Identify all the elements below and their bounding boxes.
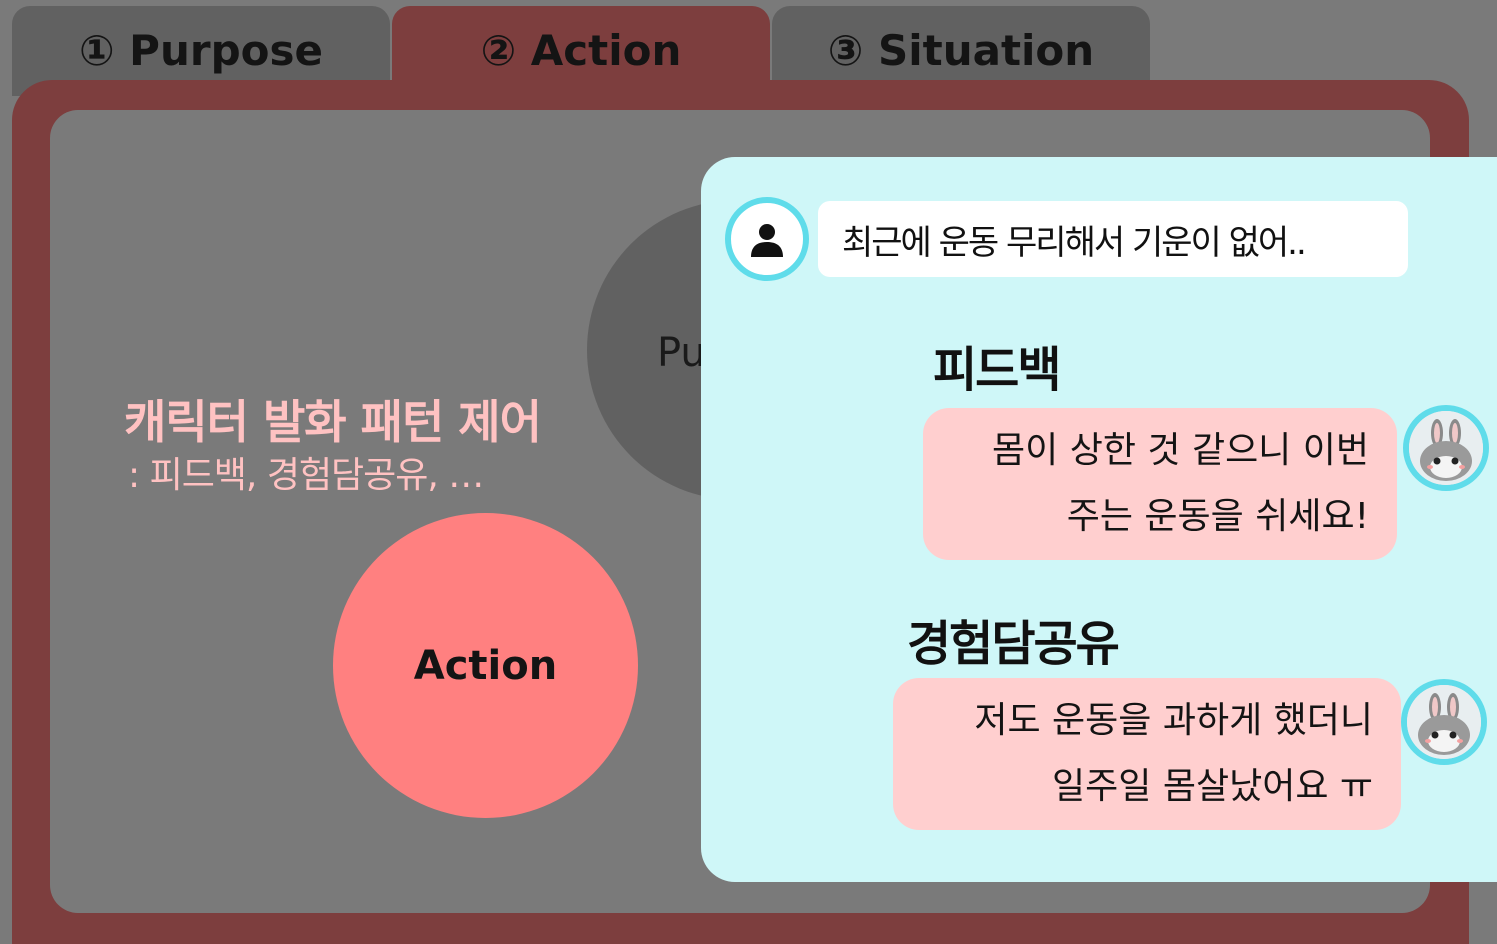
bot-message-bubble: 저도 운동을 과하게 했더니 일주일 몸살났어요 ㅠ [893,678,1401,830]
bunny-icon [1407,685,1481,759]
user-message-text: 최근에 운동 무리해서 기운이 없어.. [842,222,1307,263]
bot-avatar [1403,405,1489,491]
bot-message-line: 몸이 상한 것 같으니 이번 [992,430,1369,471]
bot-message-bubble: 몸이 상한 것 같으니 이번 주는 운동을 쉬세요! [923,408,1397,560]
person-icon [751,224,783,257]
section-label-experience: 경험담공유 [907,616,1120,672]
purpose-circle-label: Pu [657,330,706,376]
user-avatar [725,197,809,281]
bot-message-line: 일주일 몸살났어요 ㅠ [1052,766,1373,807]
bot-avatar [1401,679,1487,765]
bunny-icon [1409,411,1483,485]
headline: 캐릭터 발화 패턴 제어 [124,395,542,449]
section-label-feedback: 피드백 [933,342,1061,398]
bot-message-line: 주는 운동을 쉬세요! [1066,496,1369,537]
subline: : 피드백, 경험담공유, … [128,455,484,496]
action-circle-label: Action [413,642,558,689]
action-circle: Action [333,513,638,818]
tab-action[interactable]: ② Action [392,6,770,96]
bot-message-line: 저도 운동을 과하게 했더니 [974,700,1373,741]
user-message-bubble: 최근에 운동 무리해서 기운이 없어.. [818,201,1408,277]
